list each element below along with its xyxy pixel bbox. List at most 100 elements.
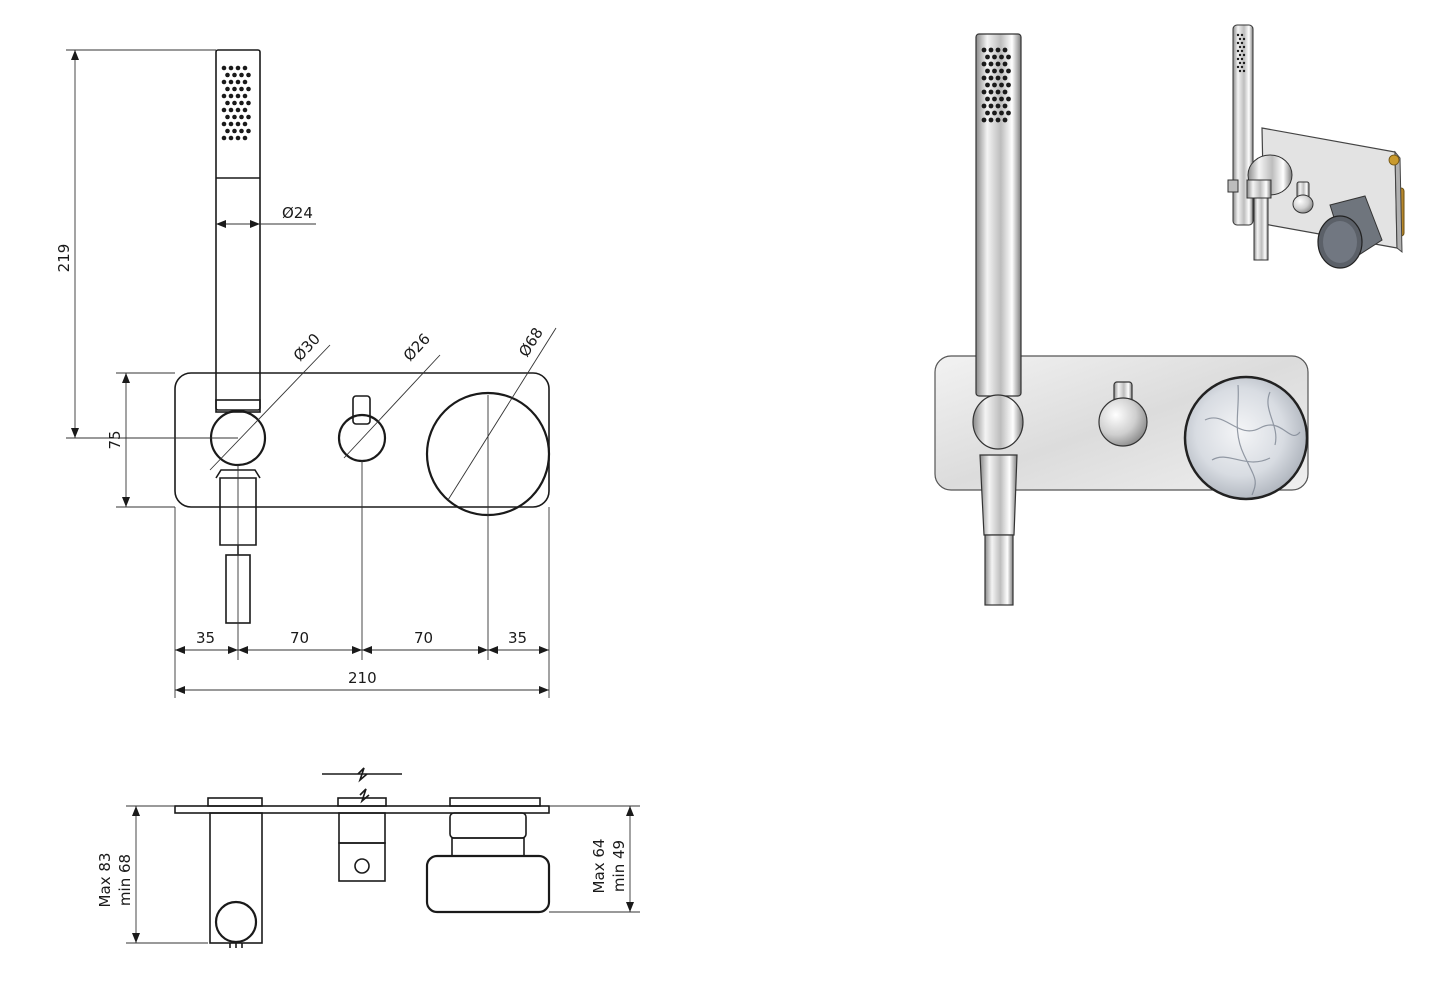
nozzle-dot (1236, 41, 1240, 45)
dim-side-min-49: min 49 (610, 840, 628, 892)
nozzle-dot (981, 75, 987, 81)
nozzle-dot (246, 86, 251, 92)
dim-segment-35-left: 35 (196, 629, 215, 647)
nozzle-dot (995, 47, 1001, 53)
nozzle-dot (1002, 89, 1008, 95)
nozzle-dot (239, 128, 244, 134)
nozzle-dot (1236, 57, 1240, 61)
nozzle-dot (1242, 53, 1246, 57)
nozzle-dot (235, 93, 241, 99)
nozzle-dot (225, 114, 230, 120)
nozzle-dot (221, 121, 227, 127)
nozzle-dot (985, 96, 990, 102)
nozzle-dot (988, 47, 994, 53)
nozzle-dot (988, 61, 994, 67)
nozzle-dot (988, 117, 994, 123)
nozzle-dot (242, 93, 248, 99)
nozzle-dot (1238, 61, 1242, 65)
nozzle-dot (985, 68, 990, 74)
nozzle-dot (1002, 117, 1008, 123)
nozzle-dot (1238, 69, 1242, 73)
nozzle-dot (1002, 47, 1008, 53)
nozzle-dot (995, 89, 1001, 95)
marble-veins (1204, 384, 1301, 496)
nozzle-dot (1006, 82, 1011, 88)
nozzle-dot (242, 135, 248, 141)
dim-segment-70-right: 70 (414, 629, 433, 647)
nozzle-dot (1006, 110, 1011, 116)
dim-height-219: 219 (55, 244, 73, 273)
nozzle-dot (1240, 57, 1244, 61)
nozzle-dot (1236, 65, 1240, 69)
rendered-hand-shower (975, 33, 1022, 397)
rendered-hose (984, 534, 1014, 606)
nozzle-dot (1236, 49, 1240, 53)
nozzle-dot (221, 107, 227, 113)
nozzle-dot (985, 110, 990, 116)
nozzle-dot (992, 110, 997, 116)
nozzle-dot (228, 93, 234, 99)
nozzle-dot (246, 114, 251, 120)
nozzle-dot (1242, 37, 1246, 41)
nozzle-dot (1002, 103, 1008, 109)
dim-total-210: 210 (348, 669, 377, 687)
nozzle-dot (999, 82, 1004, 88)
nozzle-dot (1238, 37, 1242, 41)
nozzle-dot (1006, 68, 1011, 74)
nozzle-dot (232, 114, 237, 120)
nozzle-dot (232, 86, 237, 92)
front-view: 219 Ø24 75 Ø30 Ø26 Ø68 35 70 70 35 210 (55, 49, 557, 698)
nozzle-dot (1002, 61, 1008, 67)
nozzle-dot (1238, 45, 1242, 49)
dim-side-max-83: Max 83 (96, 853, 114, 908)
nozzle-dot (242, 121, 248, 127)
nozzle-dot (981, 103, 987, 109)
lever-mixer (337, 395, 387, 463)
nozzle-dot (999, 54, 1004, 60)
rendered-lever (1098, 397, 1148, 447)
iso-spray-nozzles (1236, 33, 1246, 73)
nozzle-dot (235, 107, 241, 113)
nozzle-dot (235, 121, 241, 127)
nozzle-dot (981, 117, 987, 123)
rendered-front-view (934, 33, 1309, 606)
nozzle-dot (992, 82, 997, 88)
nozzle-dot (235, 79, 241, 85)
dim-height-75: 75 (106, 430, 124, 449)
nozzle-dot (1002, 75, 1008, 81)
nozzle-dot (225, 72, 230, 78)
nozzle-dot (239, 86, 244, 92)
dim-diameter-68: Ø68 (515, 324, 547, 360)
nozzle-dot (232, 100, 237, 106)
nozzle-dot (242, 79, 248, 85)
nozzle-dot (985, 82, 990, 88)
nozzle-dot (999, 68, 1004, 74)
rendered-spray-nozzles (981, 47, 1011, 123)
nozzle-dot (232, 128, 237, 134)
nozzle-dot (1238, 53, 1242, 57)
hand-shower (215, 49, 261, 413)
nozzle-dot (999, 110, 1004, 116)
dim-segment-70-left: 70 (290, 629, 309, 647)
dim-diameter-26: Ø26 (400, 330, 434, 365)
nozzle-dot (1240, 65, 1244, 69)
spray-nozzles (221, 65, 251, 141)
nozzle-dot (246, 100, 251, 106)
nozzle-dot (1242, 45, 1246, 49)
nozzle-dot (228, 65, 234, 71)
nozzle-dot (235, 135, 241, 141)
nozzle-dot (992, 96, 997, 102)
side-view: Max 83 min 68 Max 64 min 49 (96, 767, 640, 948)
nozzle-dot (981, 89, 987, 95)
nozzle-dot (1240, 41, 1244, 45)
nozzle-dot (1236, 33, 1240, 37)
nozzle-dot (225, 86, 230, 92)
nozzle-dot (981, 61, 987, 67)
nozzle-dot (995, 103, 1001, 109)
dim-diameter-24: Ø24 (282, 204, 313, 222)
nozzle-dot (221, 135, 227, 141)
nozzle-dot (221, 93, 227, 99)
nozzle-dot (221, 79, 227, 85)
nozzle-dot (995, 61, 1001, 67)
dim-side-min-68: min 68 (116, 854, 134, 906)
